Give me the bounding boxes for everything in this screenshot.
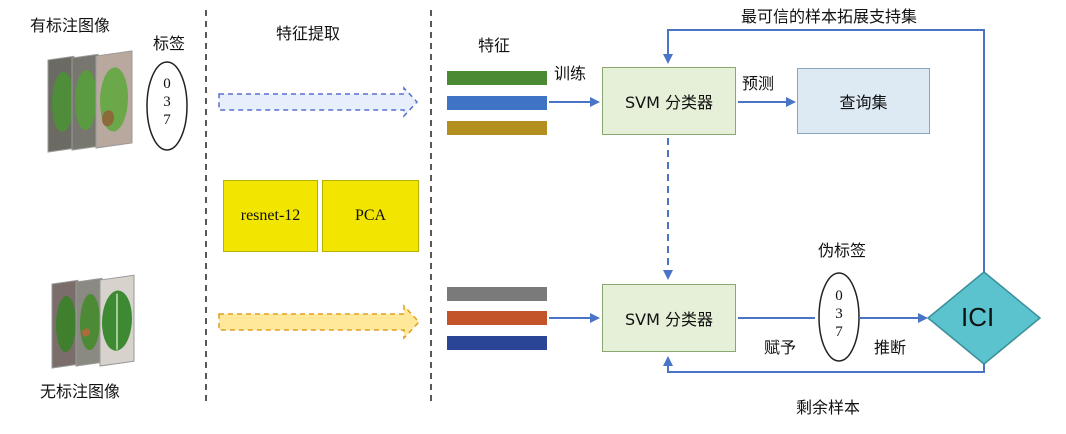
labeled-images-title: 有标注图像 [30,16,111,35]
labeled-extraction-arrow [218,86,419,118]
unlabeled-images-title: 无标注图像 [40,382,121,401]
labeled-feature-bar [447,71,547,85]
labels-title: 标签 [153,34,186,53]
label-value: 7 [163,112,171,128]
unlabeled-feature-bar [447,336,547,350]
pseudo-label-value: 7 [835,324,843,340]
train-label: 训练 [554,64,587,83]
pca-box: PCA [322,180,419,252]
features-title: 特征 [478,36,511,55]
feature-extraction-title: 特征提取 [276,24,341,43]
labeled-image-stack [47,50,133,153]
ici-diamond [926,271,1042,365]
svm-classifier-top: SVM 分类器 [602,67,736,135]
unlabeled-image-stack [51,274,135,369]
pseudo-label-value: 0 [835,288,843,304]
query-set-box: 查询集 [797,68,930,134]
remaining-samples-label: 剩余样本 [796,398,861,417]
label-ellipse [146,61,188,151]
predict-label: 预测 [742,74,775,93]
assign-label: 赋予 [764,338,797,357]
ici-label: ICI [961,302,995,332]
resnet-box: resnet-12 [223,180,318,252]
pseudo-label-value: 3 [835,306,843,322]
labeled-feature-bar [447,121,547,135]
pseudo-label-title: 伪标签 [818,241,867,260]
svm-classifier-bottom: SVM 分类器 [602,284,736,352]
labeled-feature-bar [447,96,547,110]
label-value: 0 [163,76,171,92]
label-value: 3 [163,94,171,110]
infer-label: 推断 [874,338,907,357]
unlabeled-feature-bar [447,287,547,301]
expand-support-set-label: 最可信的样本拓展支持集 [741,7,918,26]
unlabeled-extraction-arrow [218,304,421,340]
pseudo-label-values: 0 3 7 [831,287,847,341]
pseudo-label-ellipse [818,272,860,362]
unlabeled-feature-bar [447,311,547,325]
label-values: 0 3 7 [159,75,175,129]
